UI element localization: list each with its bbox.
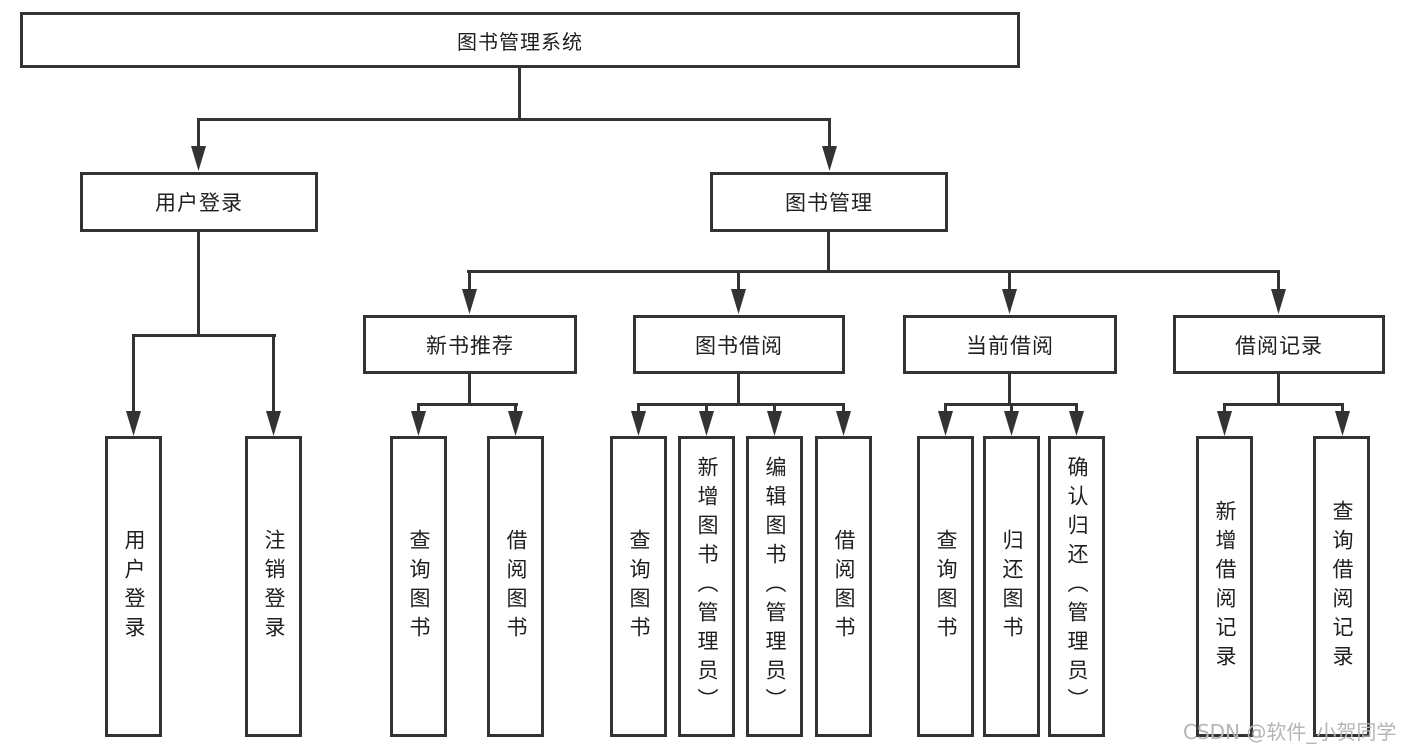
arrow-down-icon [191, 146, 206, 171]
node-label: 查询借阅记录 [1330, 499, 1354, 674]
leaf-logout: 注销登录 [245, 436, 302, 737]
leaf-query-book-current: 查询图书 [917, 436, 974, 737]
leaf-add-book-admin: 新增图书（管理员） [678, 436, 735, 737]
node-library-management-system: 图书管理系统 [20, 12, 1020, 68]
node-label: 注销登录 [262, 528, 286, 645]
leaf-borrow-book-recommend: 借阅图书 [487, 436, 544, 737]
arrow-down-icon [1069, 411, 1084, 436]
connector-bookmgmt-drop [468, 270, 471, 293]
connector-record-rail [1223, 403, 1344, 406]
arrow-down-icon [411, 411, 426, 436]
arrow-down-icon [631, 411, 646, 436]
arrow-down-icon [266, 411, 281, 436]
connector-current-drop [1010, 403, 1013, 414]
leaf-borrow-book: 借阅图书 [815, 436, 872, 737]
arrow-down-icon [1217, 411, 1232, 436]
node-label: 编辑图书（管理员） [763, 456, 787, 717]
connector-recommend-rail [417, 403, 518, 406]
leaf-confirm-return-admin: 确认归还（管理员） [1048, 436, 1105, 737]
connector-current-drop [1075, 403, 1078, 414]
arrow-down-icon [836, 411, 851, 436]
connector-record-stem [1277, 372, 1280, 406]
arrow-down-icon [1271, 289, 1286, 314]
node-borrow-record: 借阅记录 [1173, 315, 1385, 374]
connector-borrow-drop [842, 403, 845, 414]
node-label: 当前借阅 [966, 333, 1054, 358]
connector-borrow-drop [773, 403, 776, 414]
node-label: 图书管理系统 [457, 29, 583, 54]
arrow-down-icon [938, 411, 953, 436]
node-user-login-branch: 用户登录 [80, 172, 318, 232]
connector-bookmgmt-stem [827, 230, 830, 273]
connector-userlogin-rail [132, 334, 276, 337]
leaf-query-book-recommend: 查询图书 [390, 436, 447, 737]
connector-root-drop-left [197, 118, 200, 150]
connector-current-stem [1008, 372, 1011, 406]
node-new-book-recommend: 新书推荐 [363, 315, 577, 374]
node-label: 新书推荐 [426, 333, 514, 358]
connector-root-rail [197, 118, 831, 121]
arrow-down-icon [822, 146, 837, 171]
node-label: 借阅记录 [1235, 333, 1323, 358]
arrow-down-icon [699, 411, 714, 436]
arrow-down-icon [1002, 289, 1017, 314]
connector-current-drop [944, 403, 947, 414]
node-label: 用户登录 [122, 528, 146, 645]
node-book-management-branch: 图书管理 [710, 172, 948, 232]
connector-borrow-drop [637, 403, 640, 414]
connector-record-drop [1223, 403, 1226, 414]
node-label: 用户登录 [155, 191, 243, 215]
arrow-down-icon [462, 289, 477, 314]
arrow-down-icon [126, 411, 141, 436]
arrow-down-icon [1004, 411, 1019, 436]
arrow-down-icon [1335, 411, 1350, 436]
node-label: 新增图书（管理员） [695, 456, 719, 717]
leaf-add-borrow-record: 新增借阅记录 [1196, 436, 1253, 737]
node-label: 借阅图书 [504, 528, 528, 645]
connector-bookmgmt-drop [1008, 270, 1011, 293]
connector-borrow-drop [705, 403, 708, 414]
leaf-query-borrow-record: 查询借阅记录 [1313, 436, 1370, 737]
leaf-query-book-borrow: 查询图书 [610, 436, 667, 737]
node-label: 查询图书 [934, 528, 958, 645]
connector-bookmgmt-drop [1277, 270, 1280, 293]
csdn-watermark: CSDN @软件_小贺同学 [1183, 720, 1397, 744]
arrow-down-icon [508, 411, 523, 436]
connector-bookmgmt-rail [467, 270, 1280, 273]
connector-borrow-rail [637, 403, 845, 406]
node-label: 新增借阅记录 [1213, 499, 1237, 674]
connector-root-stem [518, 66, 521, 120]
node-label: 图书管理 [785, 191, 873, 215]
leaf-user-login: 用户登录 [105, 436, 162, 737]
node-label: 图书借阅 [695, 333, 783, 358]
node-label: 借阅图书 [832, 528, 856, 645]
leaf-edit-book-admin: 编辑图书（管理员） [746, 436, 803, 737]
connector-recommend-stem [468, 372, 471, 406]
arrow-down-icon [767, 411, 782, 436]
connector-record-drop [1341, 403, 1344, 414]
connector-bookmgmt-drop [737, 270, 740, 293]
connector-userlogin-drop [272, 334, 275, 414]
connector-root-drop-right [828, 118, 831, 150]
node-label: 查询图书 [407, 528, 431, 645]
node-book-borrow: 图书借阅 [633, 315, 845, 374]
node-label: 查询图书 [627, 528, 651, 645]
node-label: 确认归还（管理员） [1065, 456, 1089, 717]
connector-borrow-stem [737, 372, 740, 406]
node-current-borrow: 当前借阅 [903, 315, 1117, 374]
arrow-down-icon [731, 289, 746, 314]
node-label: 归还图书 [1000, 528, 1024, 645]
connector-userlogin-drop [132, 334, 135, 414]
connector-userlogin-stem [197, 230, 200, 337]
connector-recommend-drop [417, 403, 420, 414]
leaf-return-book: 归还图书 [983, 436, 1040, 737]
connector-recommend-drop [514, 403, 517, 414]
